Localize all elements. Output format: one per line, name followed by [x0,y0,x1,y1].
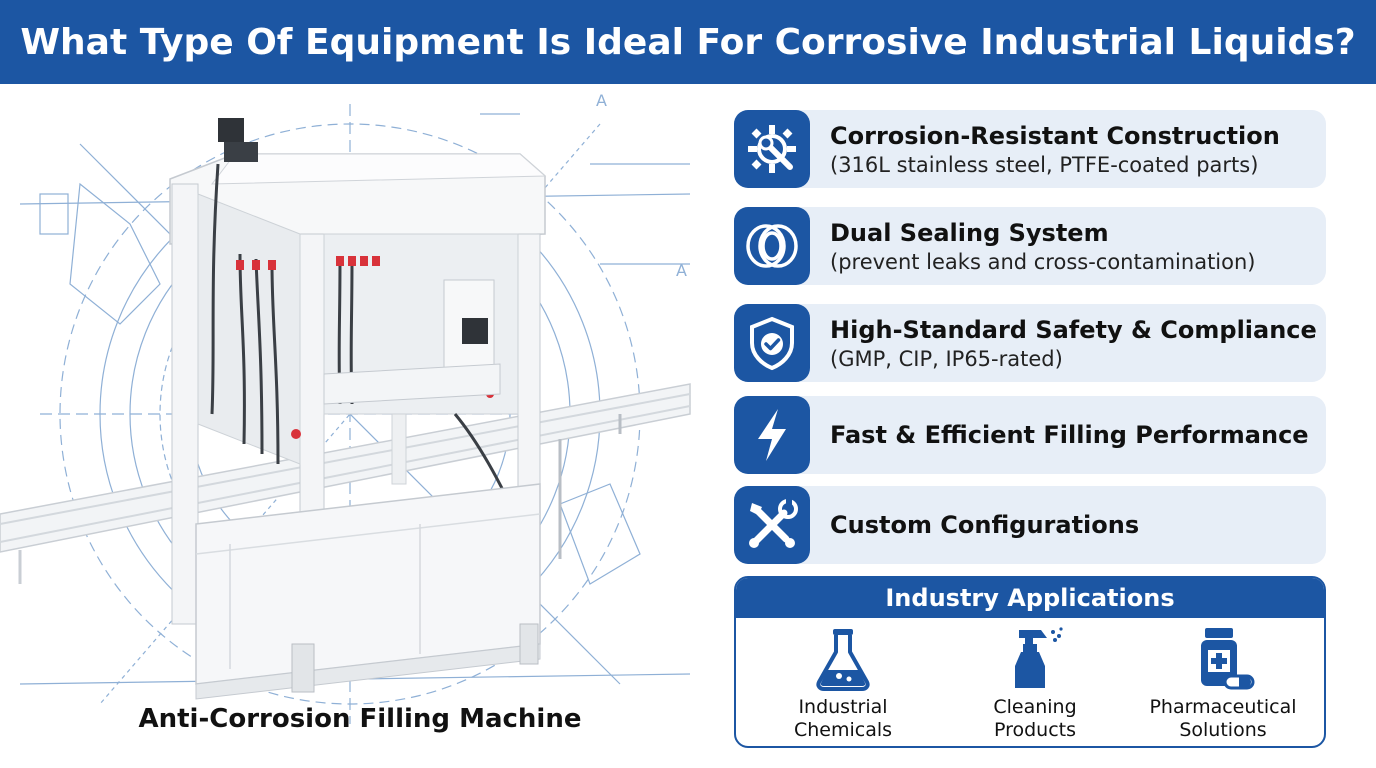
industry-title: Industry Applications [736,578,1324,618]
feature-title: Dual Sealing System [830,218,1109,247]
feature-fast-filling: Fast & Efficient Filling Performance [734,396,1326,474]
shield-check-icon [734,304,810,382]
feature-custom-config: Custom Configurations [734,486,1326,564]
industry-item-cleaning: Cleaning Products [940,626,1130,742]
industry-item-line1: Industrial [798,696,888,718]
blueprint-label-a-side: A [676,261,687,280]
feature-corrosion-resistant: Corrosion-Resistant Construction (316L s… [734,110,1326,188]
feature-dual-sealing: Dual Sealing System (prevent leaks and c… [734,207,1326,285]
industry-item-line2: Chemicals [793,719,893,741]
crossed-tools-icon [734,486,810,564]
industry-item-line2: Solutions [1179,719,1267,741]
feature-title: Fast & Efficient Filling Performance [830,421,1309,449]
medicine-bottle-icon [1201,628,1255,690]
feature-title: High-Standard Safety & Compliance [830,315,1317,344]
industry-item-line1: Pharmaceutical [1149,696,1297,718]
feature-safety-compliance: High-Standard Safety & Compliance (GMP, … [734,304,1326,382]
industry-item-pharma: Pharmaceutical Solutions [1128,626,1318,742]
industry-item-line2: Products [993,719,1077,741]
page-title: What Type Of Equipment Is Ideal For Corr… [20,21,1356,63]
machine-caption: Anti-Corrosion Filling Machine [138,704,582,734]
blueprint-label-a-top: A [596,91,607,110]
industry-applications: Industry Applications Industrial Chemica… [734,576,1326,748]
feature-title: Corrosion-Resistant Construction [830,121,1280,150]
seal-rings-icon [734,207,810,285]
feature-subtitle: (prevent leaks and cross-contamination) [830,249,1256,274]
machine-panel: A A [0,84,700,768]
lightning-icon [734,396,810,474]
spray-bottle-icon [1015,627,1063,688]
machine-illustration: A A [0,91,691,724]
industry-item-line1: Cleaning [993,696,1077,718]
industry-item-chemicals: Industrial Chemicals [748,626,938,742]
feature-subtitle: (GMP, CIP, IP65-rated) [830,346,1063,371]
header-banner: What Type Of Equipment Is Ideal For Corr… [0,0,1376,84]
filling-machine [169,118,547,700]
feature-subtitle: (316L stainless steel, PTFE-coated parts… [830,152,1259,177]
gear-wrench-icon [734,110,810,188]
flask-icon [816,629,870,691]
feature-title: Custom Configurations [830,511,1140,539]
